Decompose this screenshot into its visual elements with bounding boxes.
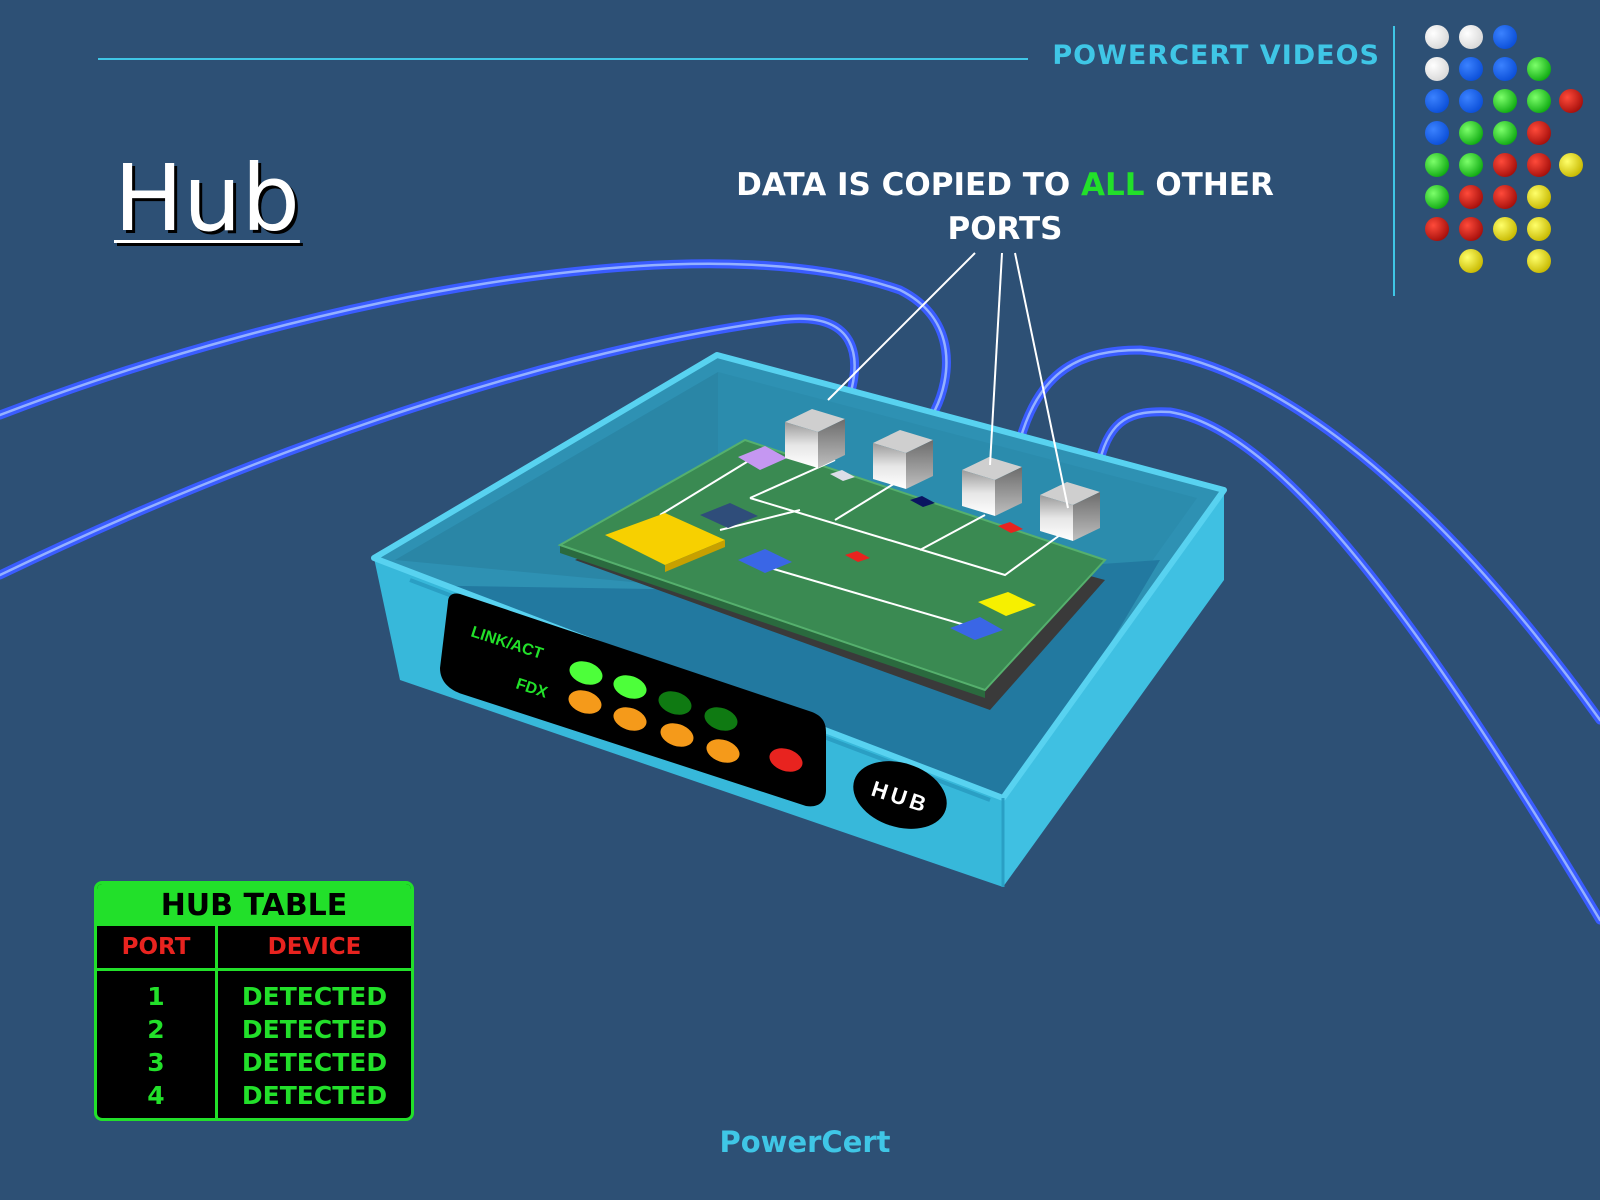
hub-port-2 [873,430,933,489]
table-cell-device: DETECTED [241,1015,388,1044]
led-link-1 [569,661,603,685]
table-cell-device: DETECTED [241,1048,388,1077]
hub-table-title: HUB TABLE [97,884,411,926]
led-link-4 [704,707,738,731]
hub-port-3 [962,457,1022,516]
led-panel: LINK/ACT FDX [440,593,826,807]
led-fdx-1 [568,690,602,714]
page-title: Hub [114,145,300,252]
dots-group [1425,25,1583,273]
table-cell-port: 2 [147,1015,165,1044]
table-cell-device: DETECTED [241,982,388,1011]
led-link-2 [613,675,647,699]
header-divider-line [98,58,1028,60]
led-fdx-3 [660,723,694,747]
caption-text-start: DATA IS COPIED TO [736,167,1082,203]
led-link-3 [658,691,692,715]
table-cell-port: 4 [147,1081,165,1110]
data-copied-caption: DATA IS COPIED TO ALL OTHER PORTS [700,163,1310,251]
port-column-header: PORT [97,926,218,968]
hub-port-1 [785,409,845,468]
caption-pointer-lines [827,252,1069,509]
hub-badge: HUB [853,761,947,829]
hub-device: LINK/ACT FDX HUB [371,252,1227,887]
led-fdx-2 [613,707,647,731]
led-power [769,748,803,772]
hub-table-body: 1 2 3 4 DETECTED DETECTED DETECTED DETEC… [97,971,411,1118]
board-traces [659,459,1061,626]
vertical-divider-line [1393,26,1395,296]
table-cell-device: DETECTED [241,1081,388,1110]
hub-table: HUB TABLE PORT DEVICE 1 2 3 4 DETECTED D… [94,881,414,1121]
caption-text-end: OTHER PORTS [947,167,1274,247]
table-cell-port: 3 [147,1048,165,1077]
led-fdx-4 [706,739,740,763]
caption-highlight-all: ALL [1081,167,1145,203]
device-column: DETECTED DETECTED DETECTED DETECTED [218,971,411,1118]
footer-brand: PowerCert [719,1125,891,1159]
device-column-header: DEVICE [267,934,362,960]
brand-header: POWERCERT VIDEOS [1052,40,1380,71]
port-column: 1 2 3 4 [97,971,218,1118]
table-cell-port: 1 [147,982,165,1011]
network-cables [0,259,1600,925]
hub-table-header-row: PORT DEVICE [97,926,411,971]
hub-port-4 [1040,482,1100,541]
